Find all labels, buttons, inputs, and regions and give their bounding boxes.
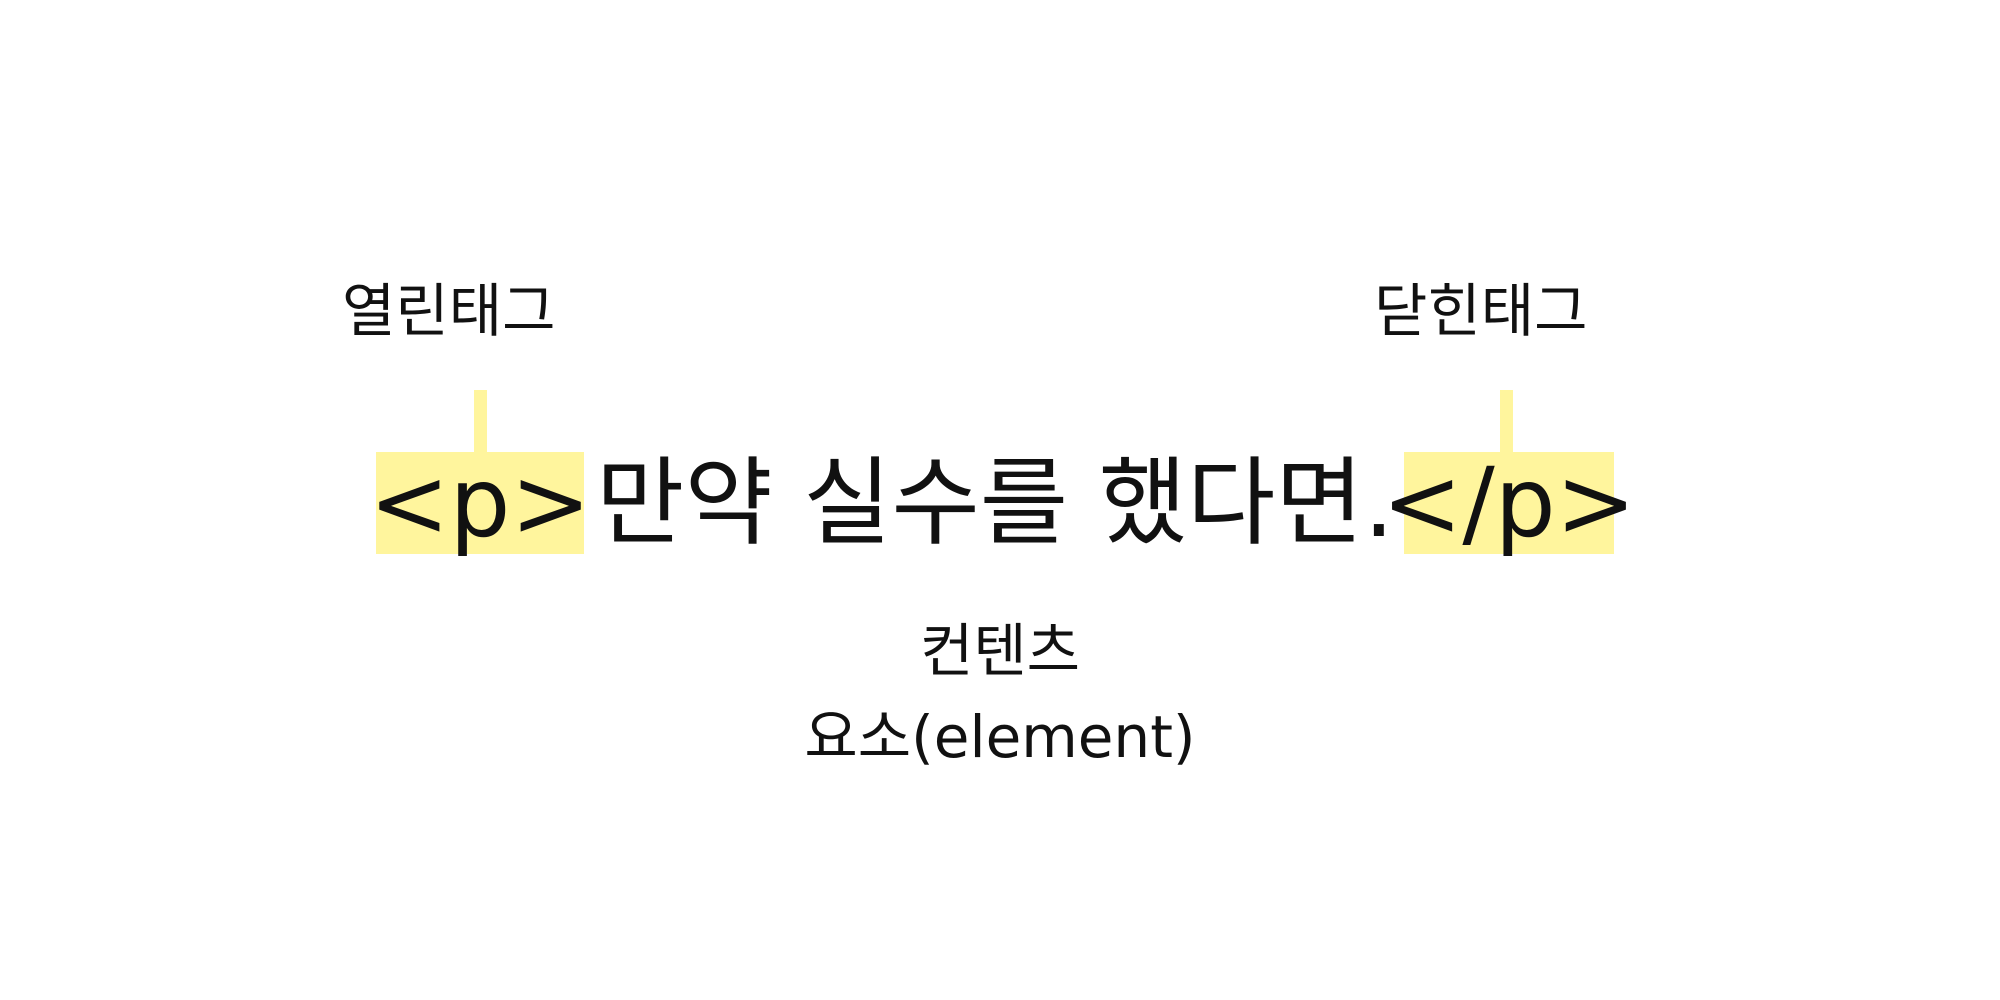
element-label: 요소(element) xyxy=(804,703,1196,771)
opening-tag: <p> xyxy=(369,447,591,559)
element-content: 만약 실수를 했다면. xyxy=(596,447,1395,559)
closing-tag: </p> xyxy=(1381,447,1637,559)
content-label: 컨텐츠 xyxy=(919,617,1081,685)
opening-tag-label: 열린태그 xyxy=(342,277,556,345)
opening-tag-connector xyxy=(474,390,487,452)
closing-tag-label: 닫힌태그 xyxy=(1374,277,1588,345)
closing-tag-connector xyxy=(1500,390,1513,452)
